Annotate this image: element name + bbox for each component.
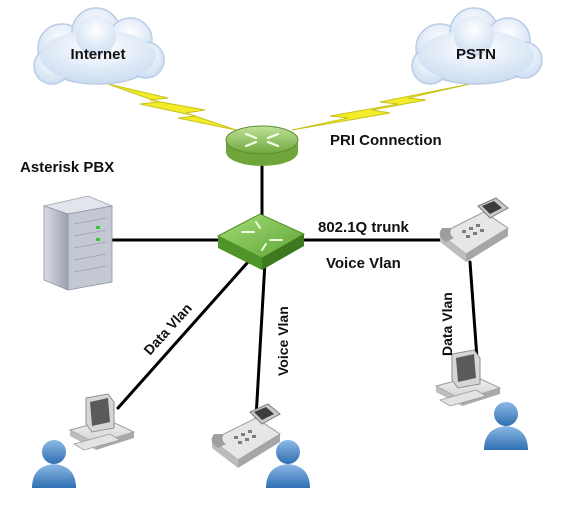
lightning-left-icon (107, 83, 237, 131)
user-icon (32, 440, 76, 488)
asterisk-server: Asterisk PBX (20, 159, 114, 291)
links (110, 160, 480, 420)
user-left (32, 440, 76, 488)
trunk-label: 802.1Q trunk (318, 219, 410, 236)
phone-center (211, 403, 281, 468)
pstn-label: PSTN (456, 46, 496, 63)
workstation-right (434, 349, 502, 407)
ip-phone-icon (211, 403, 281, 468)
data-vlan-right-label: Data Vlan (439, 292, 455, 356)
server-rack-icon (42, 195, 114, 291)
workstation-left (68, 393, 136, 451)
cloud-icon (33, 7, 165, 85)
workstation-icon (68, 393, 136, 451)
user-right (484, 402, 528, 450)
router-icon (225, 125, 299, 166)
internet-label: Internet (70, 46, 125, 63)
voice-vlan-right-label: Voice Vlan (326, 255, 401, 272)
voice-vlan-center-link (254, 260, 267, 420)
pstn-cloud: PSTN (411, 7, 543, 85)
user-icon (266, 440, 310, 488)
internet-cloud: Internet (33, 7, 165, 85)
user-icon (484, 402, 528, 450)
pri-connection-label: PRI Connection (330, 132, 442, 149)
switch-icon (216, 213, 306, 270)
lightning-right-icon (291, 83, 471, 131)
phone-right (439, 197, 509, 262)
voice-vlan-center-label: Voice Vlan (275, 306, 291, 376)
data-vlan-left-link (116, 260, 250, 410)
workstation-icon (434, 349, 502, 407)
user-center (266, 440, 310, 488)
asterisk-pbx-label: Asterisk PBX (20, 159, 114, 176)
cloud-icon (411, 7, 543, 85)
pri-lightning (107, 83, 471, 131)
ip-phone-icon (439, 197, 509, 262)
